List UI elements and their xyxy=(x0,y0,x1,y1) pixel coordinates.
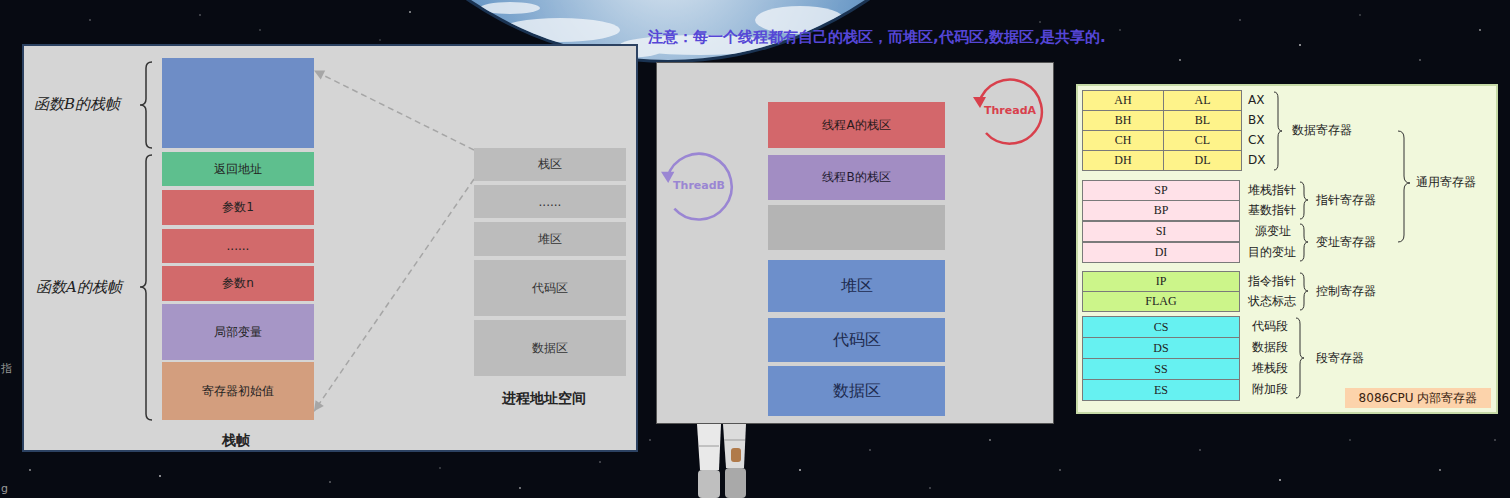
frame-slot: ...... xyxy=(162,229,314,263)
register-label: 数据寄存器 xyxy=(1292,120,1352,141)
dashed-arrow xyxy=(314,179,474,411)
shared-region: 堆区 xyxy=(768,260,945,312)
node-text: 参数1 xyxy=(222,199,254,216)
spare-stack-box xyxy=(768,205,945,250)
frame-heading: 函数B的栈帧 xyxy=(34,95,120,114)
register-label: BX xyxy=(1248,110,1264,131)
note-title: 注意：每一个线程都有自己的栈区，而堆区,代码区,数据区,是共享的. xyxy=(648,28,1106,47)
register-cell: SP xyxy=(1082,180,1240,201)
register-cell: BP xyxy=(1082,200,1240,221)
register-label: AX xyxy=(1248,90,1264,111)
dashed-line xyxy=(314,71,474,150)
arrowhead xyxy=(661,172,674,183)
frame-heading: 函数A的栈帧 xyxy=(36,278,122,297)
node-text: ThreadB xyxy=(673,179,725,192)
register-label: 数据段 xyxy=(1252,337,1288,358)
cropped-text: 指 xyxy=(1,361,12,376)
register-label: 堆栈段 xyxy=(1252,358,1288,379)
frame-slot: 局部变量 xyxy=(162,304,314,360)
cropped-text: g xyxy=(1,482,8,495)
frame-slot: 返回地址 xyxy=(162,152,314,186)
node-text: 线程A的栈区 xyxy=(822,117,890,134)
node-text: 寄存器初始值 xyxy=(202,383,274,400)
register-cell: DH xyxy=(1082,150,1164,171)
register-label: 目的变址 xyxy=(1248,242,1296,263)
node-text: 代码区 xyxy=(833,330,881,351)
node-text: 返回地址 xyxy=(214,161,262,178)
register-cell: ES xyxy=(1082,379,1240,401)
register-label: 指针寄存器 xyxy=(1316,190,1376,211)
node-text: 参数n xyxy=(222,275,254,292)
register-label: 附加段 xyxy=(1252,379,1288,400)
register-cell: AH xyxy=(1082,90,1164,111)
node-text: 局部变量 xyxy=(214,324,262,341)
panel-caption: 栈帧 xyxy=(222,432,250,450)
thread-stack: 线程A的栈区 xyxy=(768,102,945,148)
register-cell: DI xyxy=(1082,242,1240,263)
shared-region: 代码区 xyxy=(768,318,945,362)
node-text: 堆区 xyxy=(538,231,562,248)
circle-arc xyxy=(979,80,1042,144)
register-cell: IP xyxy=(1082,271,1240,292)
register-label: 基数指针 xyxy=(1248,200,1296,221)
register-label: 状态标志 xyxy=(1248,291,1296,312)
shared-region: 数据区 xyxy=(768,366,945,416)
node-text: ...... xyxy=(227,239,250,253)
node-text: 8086CPU 内部寄存器 xyxy=(1359,390,1478,407)
memory-region: 数据区 xyxy=(474,320,626,376)
register-cell: DL xyxy=(1163,150,1242,171)
memory-region: 堆区 xyxy=(474,222,626,256)
arrowhead xyxy=(314,71,325,80)
arrowhead xyxy=(314,400,324,411)
node-text: 堆区 xyxy=(841,276,873,297)
node-text: 数据区 xyxy=(532,340,568,357)
memory-region: 栈区 xyxy=(474,148,626,181)
register-label: CX xyxy=(1248,130,1265,151)
register-cell: AL xyxy=(1163,90,1242,111)
register-cell: CS xyxy=(1082,316,1240,338)
register-label: 指令指针 xyxy=(1248,271,1296,292)
register-label: DX xyxy=(1248,150,1265,171)
register-label: 段寄存器 xyxy=(1316,348,1364,369)
node-text: ...... xyxy=(539,195,562,209)
dashed-arrow xyxy=(314,71,474,150)
register-label: 代码段 xyxy=(1252,316,1288,337)
thread-icon: ThreadB xyxy=(661,147,737,223)
register-label: 源变址 xyxy=(1255,221,1291,242)
register-cell: FLAG xyxy=(1082,291,1240,312)
register-cell: CH xyxy=(1082,130,1164,151)
node-text: 栈区 xyxy=(538,156,562,173)
register-cell: BH xyxy=(1082,110,1164,131)
register-cell: BL xyxy=(1163,110,1242,131)
thread-stack: 线程B的栈区 xyxy=(768,155,945,200)
node-text: 代码区 xyxy=(532,280,568,297)
register-label: 控制寄存器 xyxy=(1316,281,1376,302)
register-cell: DS xyxy=(1082,337,1240,359)
frame-slot: 参数1 xyxy=(162,190,314,225)
frame-slot: 参数n xyxy=(162,266,314,301)
register-label: 变址寄存器 xyxy=(1316,232,1376,253)
figure-caption-box: 8086CPU 内部寄存器 xyxy=(1345,388,1491,408)
panel-caption: 进程地址空间 xyxy=(502,390,586,408)
node-text: ThreadA xyxy=(984,104,1036,117)
register-label: 通用寄存器 xyxy=(1416,172,1476,193)
memory-region: ...... xyxy=(474,185,626,218)
register-label: 堆栈指针 xyxy=(1248,180,1296,201)
register-cell: CL xyxy=(1163,130,1242,151)
dashed-line xyxy=(314,179,474,411)
circle-arc xyxy=(667,154,732,220)
stack-frame-box: 函数B的栈帧 xyxy=(162,58,314,148)
node-text: 数据区 xyxy=(833,381,881,402)
memory-region: 代码区 xyxy=(474,260,626,316)
thread-icon: ThreadA xyxy=(973,73,1047,147)
node-text: 线程B的栈区 xyxy=(822,169,890,186)
register-cell: SS xyxy=(1082,358,1240,380)
register-cell: SI xyxy=(1082,221,1240,242)
frame-slot: 寄存器初始值 xyxy=(162,362,314,420)
